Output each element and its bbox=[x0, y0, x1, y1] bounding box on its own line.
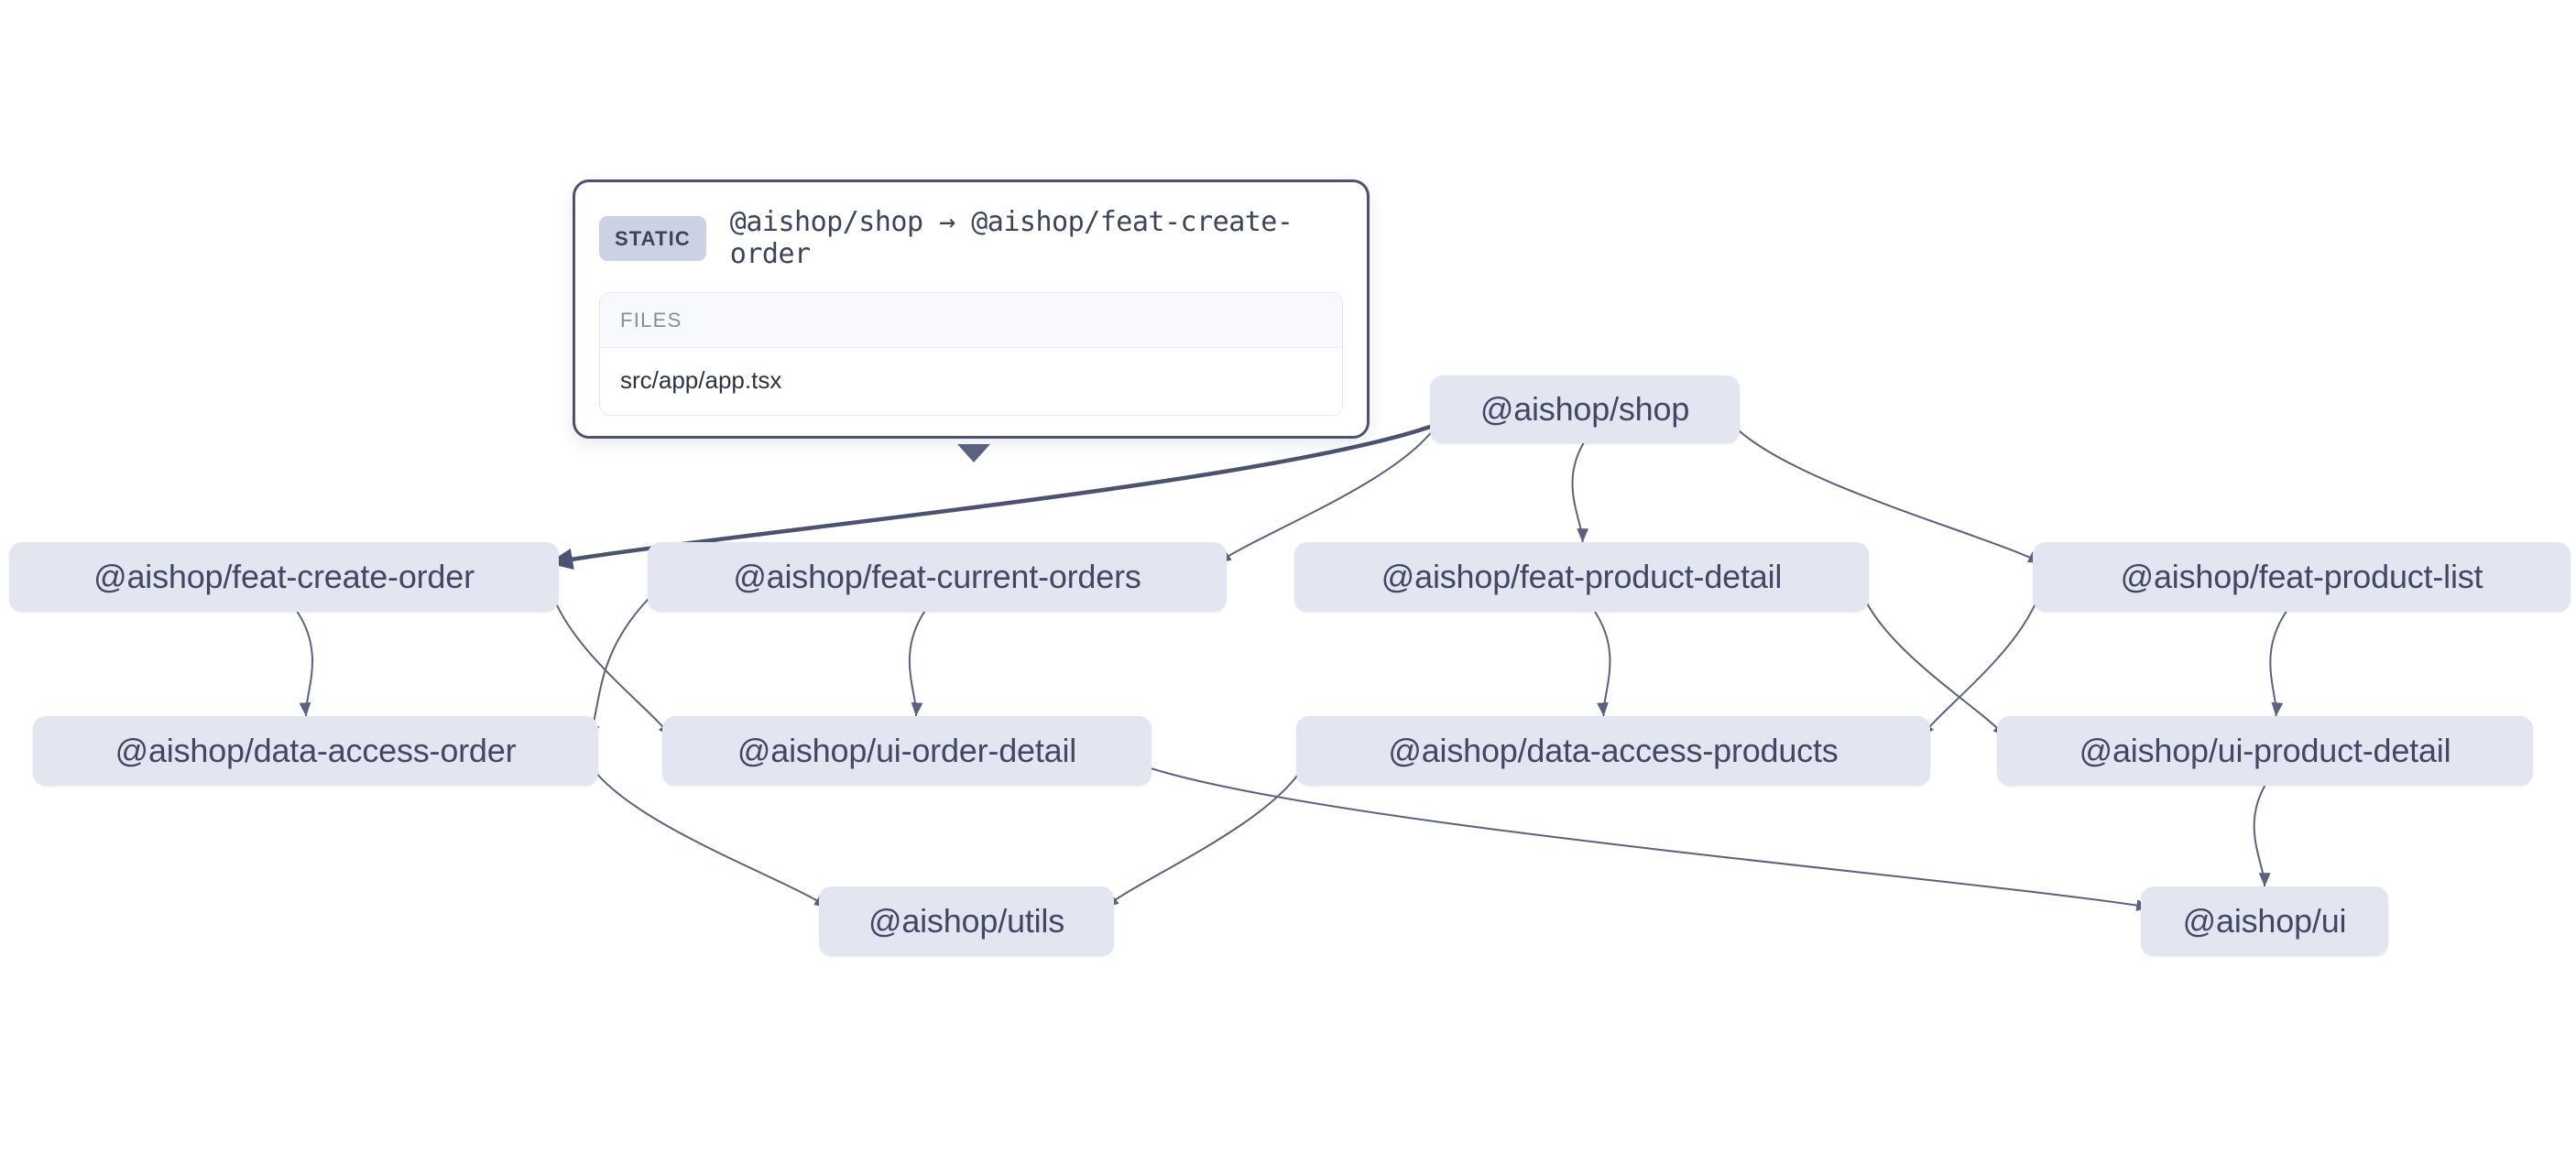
graph-node-label: @aishop/data-access-products bbox=[1388, 732, 1839, 769]
files-panel: FILES src/app/app.tsx bbox=[599, 292, 1343, 416]
graph-edge-feat-product-list-to-ui-product-detail[interactable] bbox=[2269, 611, 2287, 717]
graph-edge-feat-current-orders-to-data-access-order[interactable] bbox=[588, 592, 656, 738]
graph-node-label: @aishop/feat-current-orders bbox=[733, 558, 1141, 595]
graph-edge-feat-current-orders-to-ui-order-detail[interactable] bbox=[908, 611, 925, 717]
graph-edge-feat-create-order-to-data-access-order[interactable] bbox=[296, 611, 313, 717]
graph-node-label: @aishop/feat-product-list bbox=[2120, 558, 2483, 595]
graph-node-ui-product-detail[interactable]: @aishop/ui-product-detail bbox=[1997, 716, 2533, 786]
edge-detail-tooltip: STATIC @aishop/shop → @aishop/feat-creat… bbox=[573, 179, 1370, 439]
file-row[interactable]: src/app/app.tsx bbox=[600, 348, 1342, 415]
graph-node-ui[interactable]: @aishop/ui bbox=[2141, 886, 2388, 956]
graph-node-ui-order-detail[interactable]: @aishop/ui-order-detail bbox=[662, 716, 1152, 786]
graph-node-label: @aishop/ui-order-detail bbox=[737, 732, 1077, 769]
graph-node-label: @aishop/ui bbox=[2182, 902, 2347, 940]
graph-edge-ui-product-detail-to-ui[interactable] bbox=[2253, 785, 2271, 887]
graph-node-feat-current-orders[interactable]: @aishop/feat-current-orders bbox=[648, 542, 1227, 612]
status-badge: STATIC bbox=[599, 215, 706, 261]
graph-edge-ui-order-detail-to-ui[interactable] bbox=[1143, 765, 2151, 911]
graph-node-feat-product-list[interactable]: @aishop/feat-product-list bbox=[2033, 542, 2571, 612]
graph-node-data-access-products[interactable]: @aishop/data-access-products bbox=[1296, 716, 1930, 786]
graph-edge-data-access-order-to-utils[interactable] bbox=[590, 766, 829, 908]
graph-node-shop[interactable]: @aishop/shop bbox=[1430, 375, 1740, 443]
tooltip-title: @aishop/shop → @aishop/feat-create-order bbox=[729, 206, 1293, 270]
graph-edge-data-access-products-to-utils[interactable] bbox=[1104, 766, 1304, 908]
graph-edge-feat-product-detail-to-data-access-products[interactable] bbox=[1594, 611, 1611, 717]
tooltip-pointer bbox=[957, 444, 990, 462]
graph-node-label: @aishop/ui-product-detail bbox=[2079, 732, 2451, 769]
files-list: src/app/app.tsx bbox=[600, 348, 1342, 415]
graph-node-label: @aishop/shop bbox=[1479, 390, 1690, 428]
graph-node-label: @aishop/feat-product-detail bbox=[1381, 558, 1783, 595]
graph-node-utils[interactable]: @aishop/utils bbox=[819, 886, 1114, 956]
graph-node-data-access-order[interactable]: @aishop/data-access-order bbox=[33, 716, 598, 786]
graph-edge-shop-to-feat-product-detail[interactable] bbox=[1571, 442, 1589, 543]
graph-node-label: @aishop/data-access-order bbox=[115, 732, 517, 769]
graph-node-label: @aishop/feat-create-order bbox=[93, 558, 475, 595]
files-panel-header: FILES bbox=[600, 293, 1342, 348]
graph-node-feat-create-order[interactable]: @aishop/feat-create-order bbox=[9, 542, 559, 612]
tooltip-header: STATIC @aishop/shop → @aishop/feat-creat… bbox=[599, 206, 1343, 270]
graph-node-label: @aishop/utils bbox=[868, 902, 1065, 940]
graph-node-feat-product-detail[interactable]: @aishop/feat-product-detail bbox=[1294, 542, 1869, 612]
